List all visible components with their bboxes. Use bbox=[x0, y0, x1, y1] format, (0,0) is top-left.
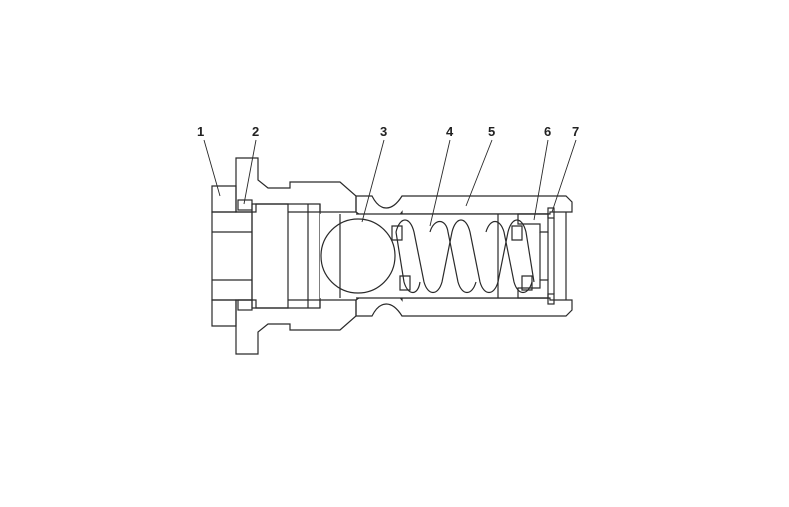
label-1: 1 bbox=[197, 124, 204, 139]
fitting-lower-wall bbox=[211, 299, 237, 327]
label-7: 7 bbox=[572, 124, 579, 139]
fitting-part bbox=[211, 185, 253, 327]
retaining-ring-lower bbox=[547, 293, 555, 305]
body-inner-core bbox=[251, 203, 289, 309]
retaining-ring-part bbox=[547, 207, 567, 305]
coil-spring bbox=[391, 219, 535, 294]
label-4: 4 bbox=[446, 124, 454, 139]
leader-lines bbox=[203, 139, 577, 227]
seal-ring-part bbox=[237, 199, 253, 311]
seal-ring-upper bbox=[237, 199, 253, 211]
fitting-upper-wall bbox=[211, 185, 237, 213]
seal-ring-lower bbox=[237, 299, 253, 311]
spring-section-left bbox=[391, 225, 411, 291]
fitting-bore bbox=[211, 211, 253, 301]
label-5: 5 bbox=[488, 124, 495, 139]
label-3: 3 bbox=[380, 124, 387, 139]
part-labels: 1 2 3 4 5 6 7 bbox=[197, 124, 579, 139]
spring-section-right bbox=[511, 225, 533, 291]
check-ball bbox=[320, 218, 396, 294]
label-6: 6 bbox=[544, 124, 551, 139]
retaining-ring-upper bbox=[547, 207, 555, 219]
label-2: 2 bbox=[252, 124, 259, 139]
